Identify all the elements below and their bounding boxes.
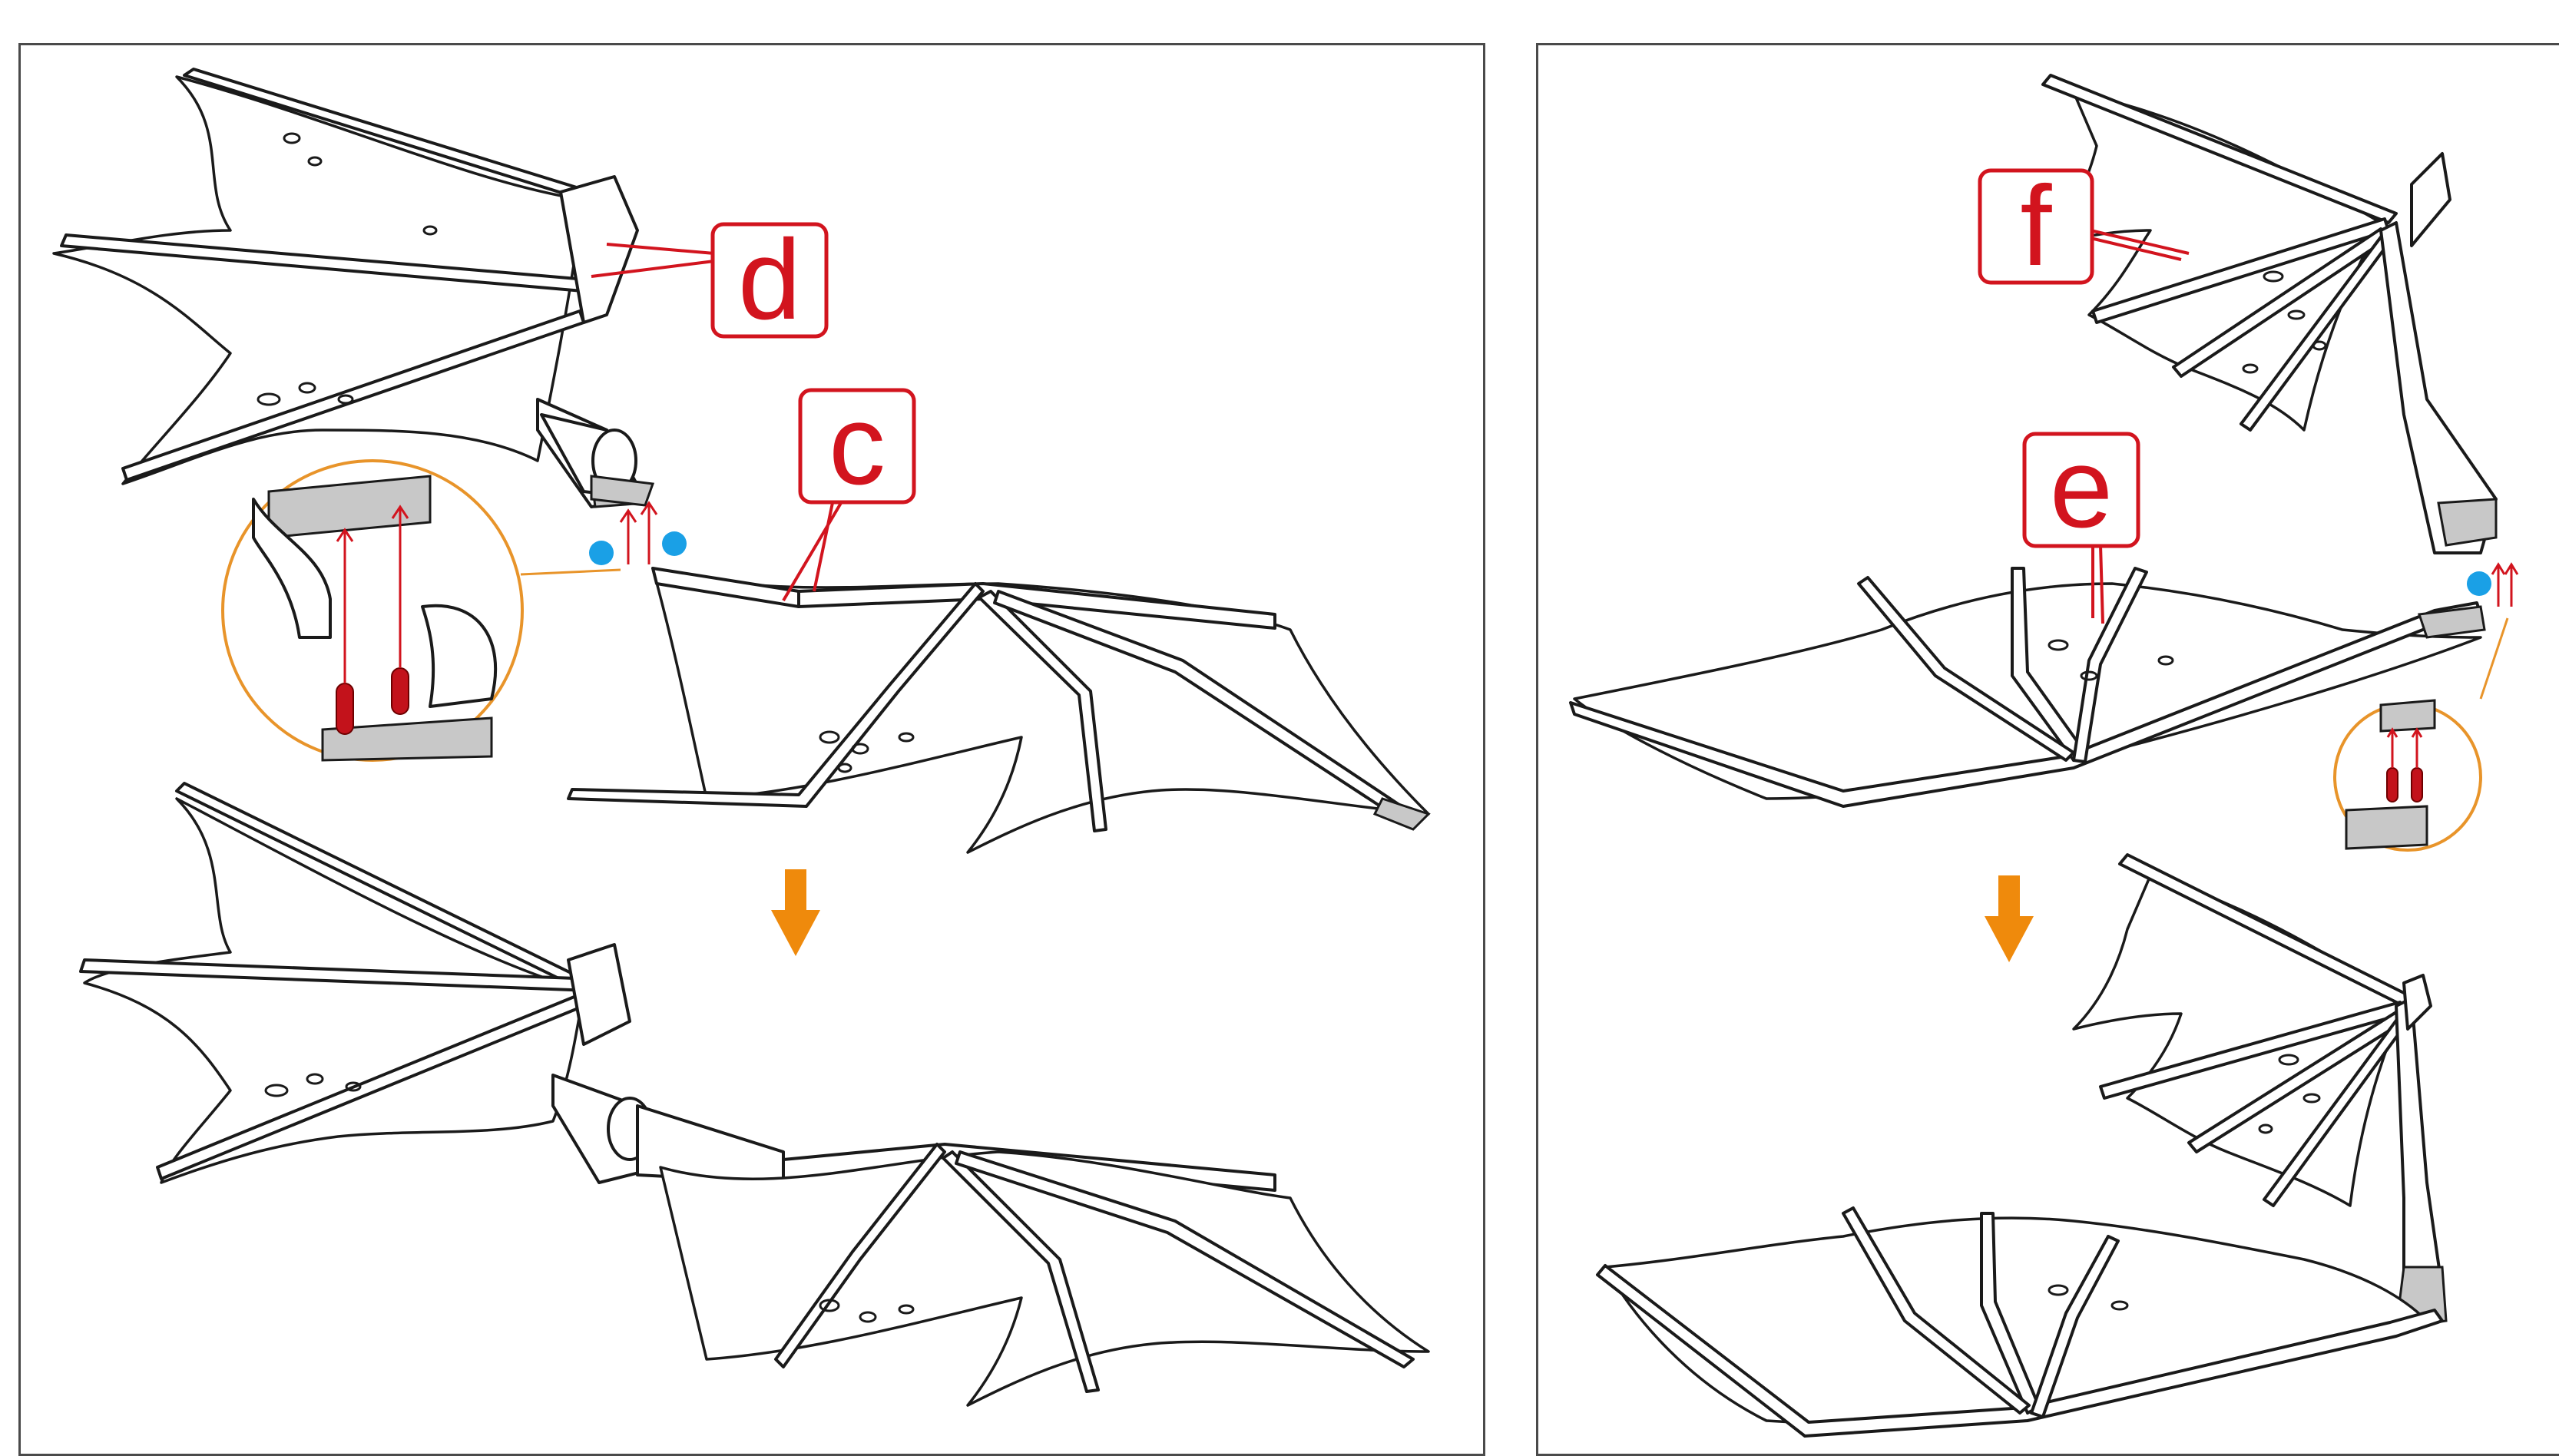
joint-connector-before [540,413,687,565]
callout-f: f [1978,163,2190,290]
peg-icon [391,667,409,715]
callout-d: d [591,217,829,343]
right-wing-lower-before [567,567,1431,854]
callout-d-label: d [738,217,801,343]
right-lower-wing-before [1569,562,2519,808]
callout-e: e [2022,425,2140,624]
step-arrow-right [1985,875,2034,962]
membrane-spots [2048,1054,2321,1311]
zoom-detail-left [221,459,621,762]
arrow-down-icon [1985,875,2034,962]
peg-icon [2386,767,2398,802]
membrane-spots [819,730,915,773]
peg-icon [336,683,354,735]
membrane-spots [264,1073,915,1323]
peg-icon [2411,767,2423,802]
step-arrow-left [771,869,820,956]
blue-dot-icon [2467,571,2491,596]
blue-dot-icon [589,541,614,565]
membrane-spots [2242,270,2327,374]
membrane-spots [2048,639,2174,681]
callout-e-label: e [2050,425,2113,551]
callout-c: c [782,382,916,602]
right-upper-wing-before [2041,74,2498,554]
callout-f-label: f [2020,163,2052,290]
arrow-down-icon [771,869,820,956]
blue-dot-icon [662,531,687,556]
callout-c-label: c [829,382,886,508]
membrane-spots [257,132,438,406]
joined-wings-left [79,782,1430,1407]
joined-wings-right [1596,853,2448,1438]
zoom-detail-right [2333,617,2509,852]
